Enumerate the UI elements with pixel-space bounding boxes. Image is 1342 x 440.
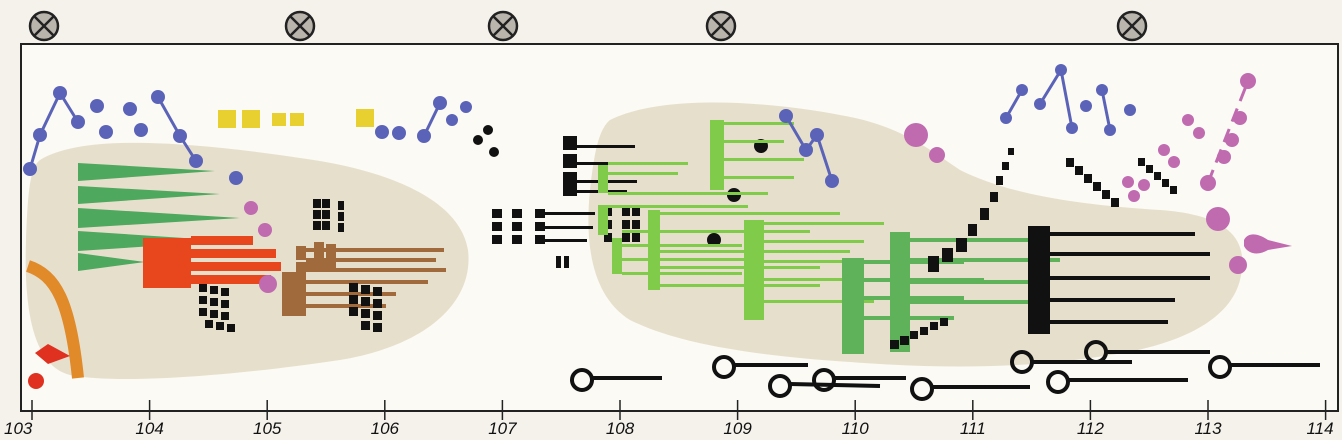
timeline-label: 114 <box>1306 419 1333 438</box>
red-orange-block <box>143 236 281 288</box>
timeline-label: 106 <box>371 419 400 438</box>
blue-dots-left <box>23 86 472 185</box>
black-cluster-left <box>199 125 499 332</box>
timeline-label: 110 <box>842 419 870 438</box>
red-dot <box>28 373 44 389</box>
crossed-circle-icon <box>705 10 737 42</box>
orange-hook <box>25 260 84 379</box>
crossed-circle-icon <box>1116 10 1148 42</box>
timeline-axis: 103 104 105 106 107 108 109 110 111 112 113 114 <box>4 400 1334 438</box>
crossed-circle-icon <box>284 10 316 42</box>
timeline-label: 104 <box>135 419 163 438</box>
brown-block <box>282 242 446 316</box>
timeline-label: 108 <box>606 419 635 438</box>
left-cloud <box>25 142 469 380</box>
blue-dots-right <box>779 64 1136 188</box>
red-wedge <box>35 344 70 364</box>
black-comb-right <box>1028 226 1210 334</box>
timeline-label: 111 <box>960 419 986 438</box>
top-markers <box>28 10 1148 42</box>
timeline-label: 105 <box>253 419 282 438</box>
crossed-circle-icon <box>487 10 519 42</box>
timeline-label: 103 <box>4 419 33 438</box>
timeline-label: 112 <box>1077 419 1105 438</box>
mid-green-cluster <box>842 232 1060 354</box>
light-green-cluster <box>598 120 884 320</box>
black-diagonal <box>890 148 1177 349</box>
yellow-squares <box>218 109 374 128</box>
crossed-circle-icon <box>28 10 60 42</box>
pink-dashed-line <box>1206 80 1250 184</box>
ring-lines <box>570 340 1320 401</box>
timeline-label: 113 <box>1194 419 1222 438</box>
timeline-label: 109 <box>723 419 752 438</box>
pink-dots-left <box>244 201 277 293</box>
pink-dots-right <box>904 73 1292 274</box>
timeline-label: 107 <box>488 419 517 438</box>
